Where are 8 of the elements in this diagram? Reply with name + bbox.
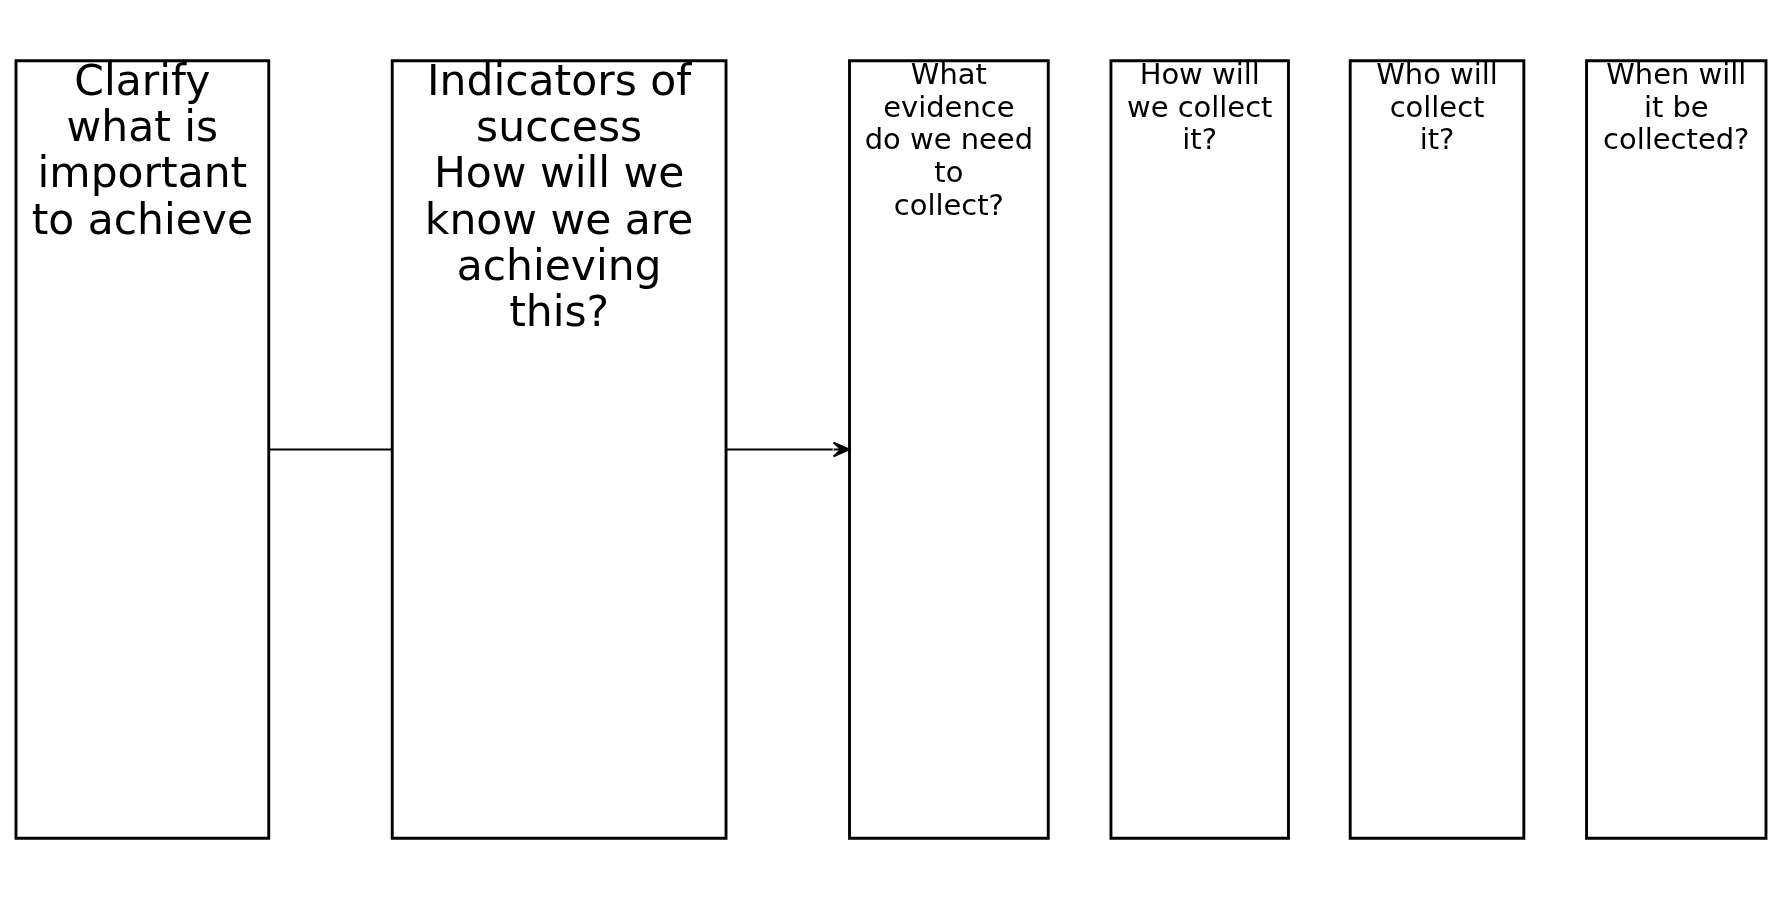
connector <box>268 448 394 451</box>
node-box: What evidence do we need to collect? <box>848 59 1050 840</box>
arrow <box>725 441 850 458</box>
node-box: Who will collect it? <box>1348 59 1526 840</box>
node-box: Clarify what is important to achieve <box>14 59 271 840</box>
node-box: How will we collect it? <box>1109 59 1290 840</box>
node-box: When will it be collected? <box>1585 59 1768 840</box>
node-box: Indicators of success How will we know we are achieving this? <box>390 59 728 840</box>
